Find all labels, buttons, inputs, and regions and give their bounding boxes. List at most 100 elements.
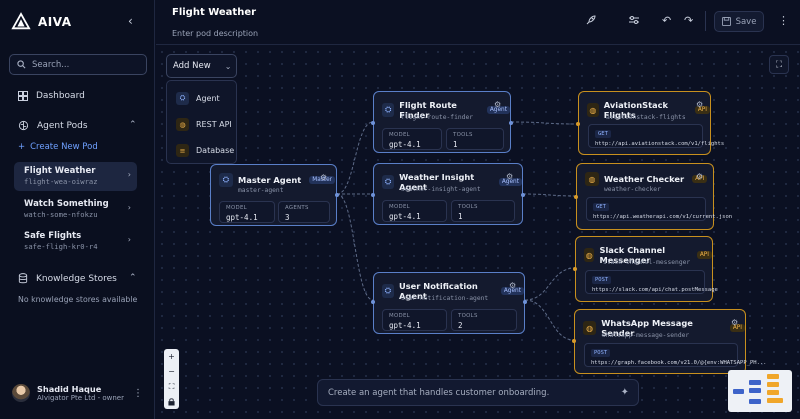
chevron-up-icon[interactable]: ⌃ bbox=[129, 273, 137, 283]
add-menu-rest-api[interactable]: ◍ REST API bbox=[176, 118, 232, 131]
fit-screen-icon[interactable]: ⛶ bbox=[168, 381, 175, 391]
header: Flight Weather ↶ ↷ Save ⋮ bbox=[156, 0, 800, 45]
gear-icon[interactable]: ⚙ bbox=[696, 172, 704, 181]
add-new-dropdown[interactable]: Add New ⌄ bbox=[166, 54, 237, 78]
pod-item-flight-weather[interactable]: Flight Weather flight-wea-oiwraz › bbox=[14, 162, 137, 191]
input-port[interactable] bbox=[576, 122, 580, 126]
node-weather-insight-agent[interactable]: ⛭ Weather Insight Agent Agent weather-in… bbox=[371, 163, 525, 225]
chevron-up-icon[interactable]: ⌃ bbox=[129, 120, 137, 130]
stat-value: 2 bbox=[458, 321, 463, 330]
gear-icon[interactable]: ⚙ bbox=[506, 172, 514, 181]
add-menu-database[interactable]: ≡ Database bbox=[176, 144, 234, 157]
robot-icon: ⛭ bbox=[382, 175, 395, 189]
node-badge: Agent bbox=[486, 106, 510, 114]
output-port[interactable] bbox=[521, 193, 525, 197]
more-vertical-icon[interactable]: ⋮ bbox=[133, 388, 143, 399]
agent-prompt-input[interactable] bbox=[328, 387, 608, 398]
node-aviationstack-flights[interactable]: ◍ AviationStack Flights API aviationstac… bbox=[576, 91, 724, 155]
nav-agent-pods[interactable]: Agent Pods bbox=[18, 120, 88, 131]
node-slug: whatsapp-message-sender bbox=[602, 332, 690, 339]
node-slug: user-notification-agent bbox=[401, 295, 489, 302]
agent-prompt-box[interactable]: ✦ bbox=[317, 379, 639, 406]
rocket-icon[interactable] bbox=[585, 14, 597, 29]
http-method: GET bbox=[593, 203, 609, 211]
user-name: Shadid Haque bbox=[37, 384, 102, 394]
node-badge: Agent bbox=[500, 287, 524, 295]
gear-icon[interactable]: ⚙ bbox=[494, 100, 502, 109]
save-button[interactable]: Save bbox=[714, 11, 764, 32]
nav-dashboard[interactable]: Dashboard bbox=[18, 91, 85, 101]
user-profile[interactable]: Shadid Haque AIvigator Pte Ltd - owner bbox=[12, 384, 124, 402]
minimap[interactable] bbox=[728, 370, 792, 412]
pod-name: Flight Weather bbox=[24, 166, 96, 176]
stat-model: MODEL gpt-4.1 bbox=[219, 201, 275, 223]
input-port[interactable] bbox=[572, 339, 576, 343]
minimap-node bbox=[767, 390, 779, 395]
zoom-in-icon[interactable]: + bbox=[168, 352, 175, 361]
node-slug: weather-insight-agent bbox=[401, 186, 481, 193]
gear-icon[interactable]: ⚙ bbox=[731, 318, 739, 327]
gear-icon[interactable]: ⚙ bbox=[320, 173, 328, 182]
globe-icon: ◍ bbox=[584, 248, 595, 262]
nav-knowledge-stores[interactable]: Knowledge Stores bbox=[18, 273, 117, 284]
node-master-agent[interactable]: ⛭ Master Agent Master master-agent ⚙ MOD… bbox=[210, 164, 339, 226]
undo-icon[interactable]: ↶ bbox=[662, 14, 672, 27]
output-port[interactable] bbox=[335, 193, 339, 197]
stat-label: TOOLS bbox=[458, 204, 478, 210]
brain-icon bbox=[18, 120, 29, 131]
gear-icon[interactable]: ⚙ bbox=[509, 281, 517, 290]
endpoint-box: GET http://api.aviationstack.com/v1/flig… bbox=[588, 124, 724, 148]
node-flight-route-finder[interactable]: ⛭ Flight Route Finder Agent flight-route… bbox=[371, 91, 513, 153]
chevron-right-icon: › bbox=[127, 170, 131, 179]
zoom-out-icon[interactable]: − bbox=[168, 367, 175, 376]
node-slack-channel-messenger[interactable]: ◍ Slack Channel Messenger API slack-chan… bbox=[573, 236, 718, 302]
endpoint-url: https://slack.com/api/chat.postMessage bbox=[592, 287, 718, 293]
search-box[interactable] bbox=[9, 54, 147, 75]
sidebar: AIVA ‹ Dashboard Agent Pods ⌃ + Create N… bbox=[0, 0, 155, 419]
gear-icon[interactable]: ⚙ bbox=[696, 100, 704, 109]
lock-icon[interactable] bbox=[164, 394, 179, 409]
stat-value: gpt-4.1 bbox=[389, 212, 421, 221]
stat-tools: TOOLS 2 bbox=[451, 309, 517, 331]
node-slug: flight-route-finder bbox=[401, 114, 474, 121]
node-badge: API bbox=[692, 175, 708, 183]
input-port[interactable] bbox=[573, 267, 577, 271]
stat-value: gpt-4.1 bbox=[226, 213, 258, 222]
chevron-down-icon: ⌄ bbox=[224, 61, 232, 71]
node-whatsapp-message-sender[interactable]: ◍ WhatsApp Message Sender API whatsapp-m… bbox=[572, 309, 767, 374]
node-badge: Master bbox=[309, 176, 336, 184]
search-input[interactable] bbox=[32, 59, 142, 70]
brand[interactable]: AIVA bbox=[11, 12, 72, 31]
page-title: Flight Weather bbox=[172, 7, 257, 18]
node-user-notification-agent[interactable]: ⛭ User Notification Agent Agent user-not… bbox=[371, 272, 527, 334]
input-port[interactable] bbox=[574, 195, 578, 199]
pod-item-safe-flights[interactable]: Safe Flights safe-fligh-kr0-r4 › bbox=[14, 227, 137, 256]
input-port[interactable] bbox=[371, 193, 375, 197]
fit-view-icon[interactable]: ⛶ bbox=[769, 55, 789, 74]
create-pod-link[interactable]: + Create New Pod bbox=[18, 142, 98, 152]
sliders-icon[interactable] bbox=[628, 14, 640, 29]
stat-tools: TOOLS 1 bbox=[446, 128, 504, 150]
globe-icon: ◍ bbox=[585, 172, 599, 186]
dashboard-icon bbox=[18, 91, 28, 101]
add-menu-agent[interactable]: ⛭ Agent bbox=[176, 92, 220, 105]
redo-icon[interactable]: ↷ bbox=[684, 14, 694, 27]
node-badge: API bbox=[696, 251, 712, 259]
stat-value: gpt-4.1 bbox=[389, 321, 421, 330]
output-port[interactable] bbox=[523, 300, 527, 304]
sparkle-icon[interactable]: ✦ bbox=[620, 387, 629, 398]
collapse-sidebar-icon[interactable]: ‹ bbox=[128, 14, 133, 28]
endpoint-url: https://api.weatherapi.com/v1/current.js… bbox=[593, 214, 733, 220]
node-weather-checker[interactable]: ◍ Weather Checker API weather-checker ⚙ … bbox=[574, 163, 733, 230]
node-title: Weather Insight Agent bbox=[399, 172, 475, 192]
pod-item-watch-something[interactable]: Watch Something watch-some-nfokzu › bbox=[14, 195, 137, 224]
input-port[interactable] bbox=[371, 300, 375, 304]
description-input[interactable] bbox=[172, 29, 422, 38]
endpoint-url: https://graph.facebook.com/v21.0/@{env:W… bbox=[591, 360, 767, 366]
node-slug: master-agent bbox=[238, 187, 284, 194]
create-pod-label: Create New Pod bbox=[30, 142, 98, 152]
input-port[interactable] bbox=[371, 121, 375, 125]
more-vertical-icon[interactable]: ⋮ bbox=[778, 14, 789, 27]
output-port[interactable] bbox=[509, 121, 513, 125]
avatar bbox=[12, 384, 30, 402]
